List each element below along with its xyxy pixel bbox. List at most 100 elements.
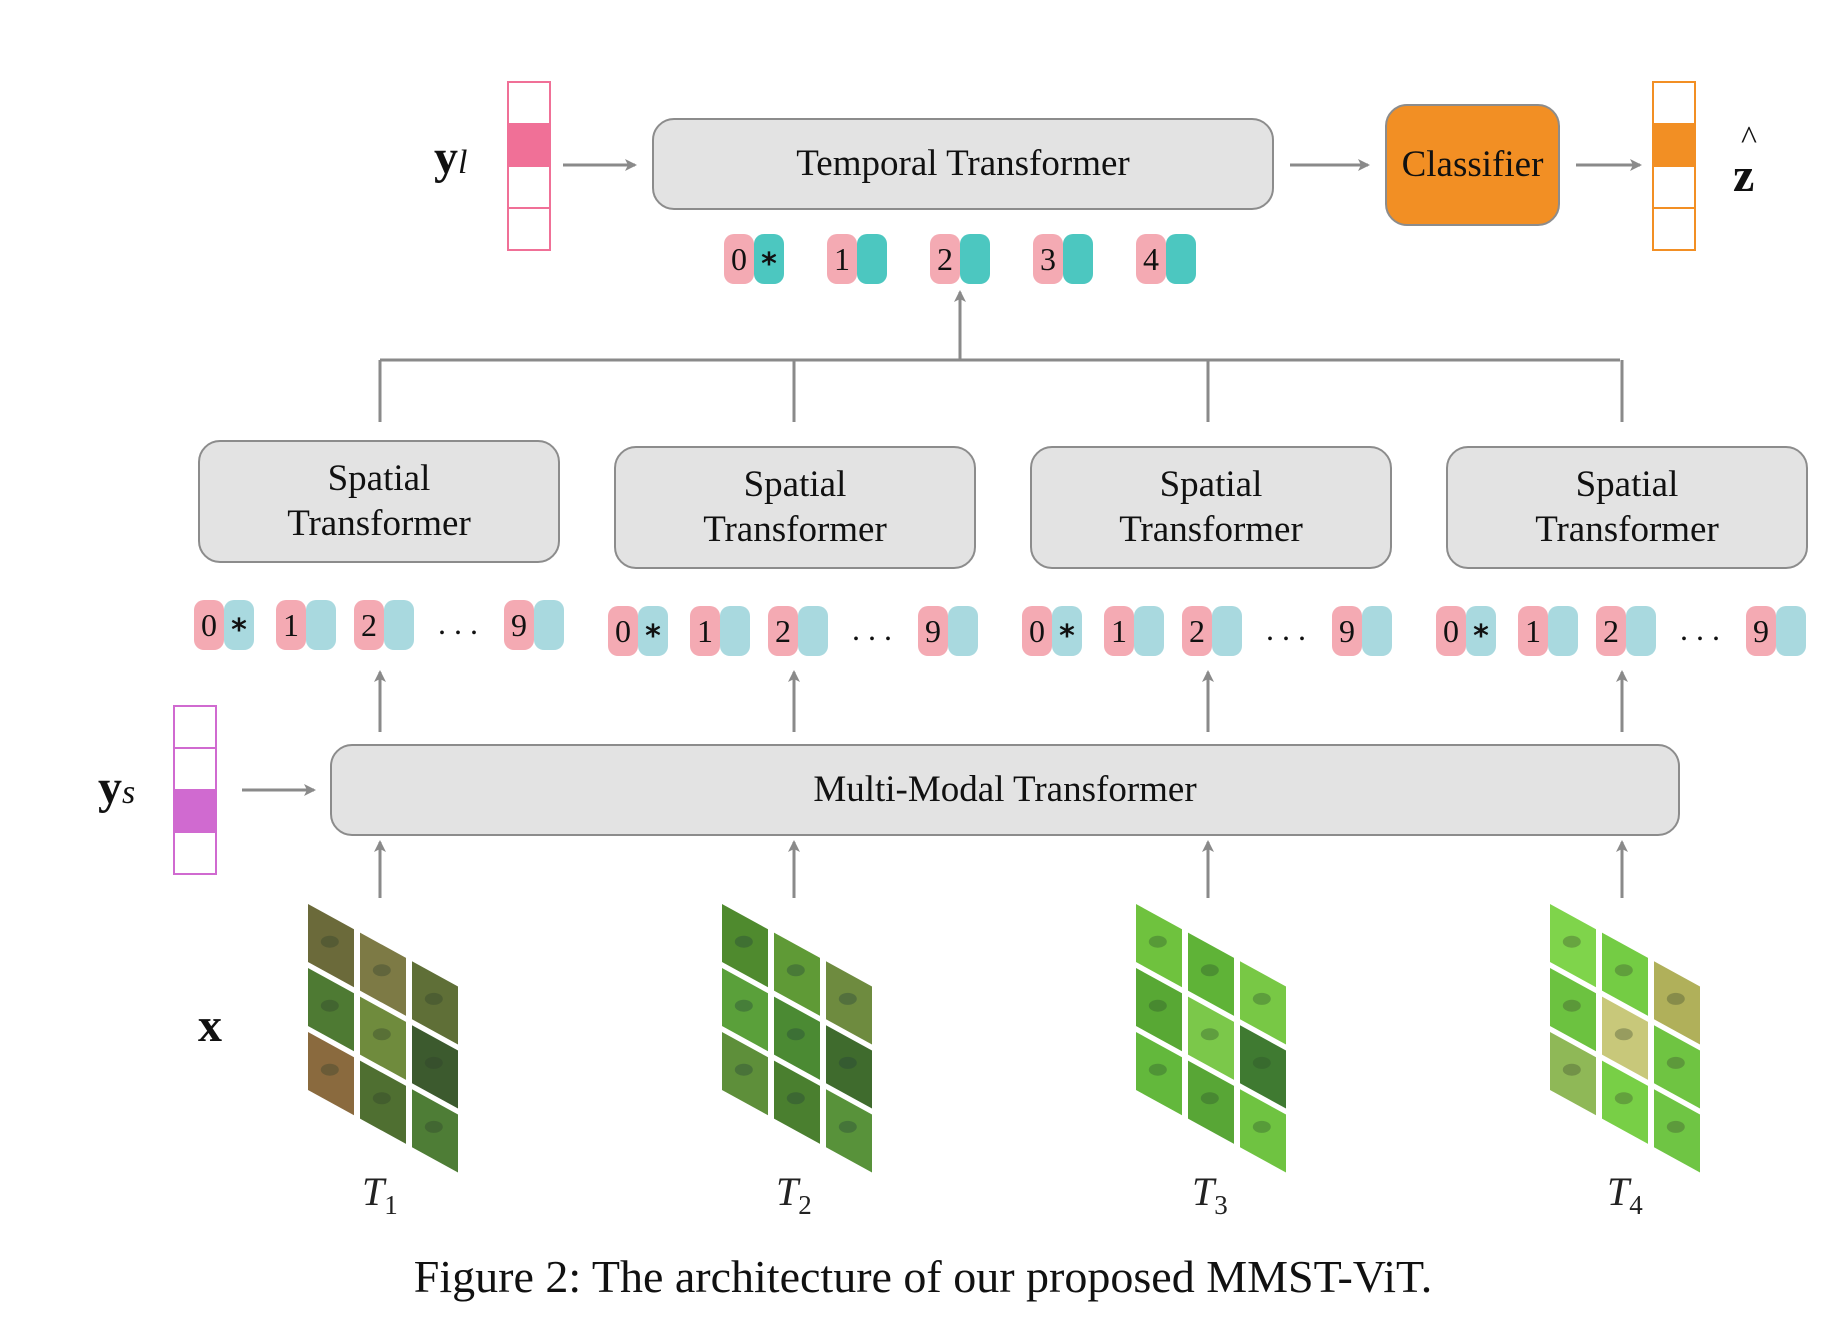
image-patch-texture — [838, 1056, 857, 1069]
token-embedding — [798, 606, 828, 656]
spatial-token-g4-2: 2 — [1596, 606, 1656, 656]
temporal-token-3: 3 — [1033, 234, 1093, 284]
temporal-transformer-box: Temporal Transformer — [652, 118, 1274, 210]
spatial-token-g1-1: 1 — [276, 600, 336, 650]
token-index: 9 — [511, 607, 527, 643]
token-index: 2 — [1603, 613, 1619, 649]
spatial-transformer-line2: Transformer — [287, 502, 471, 544]
token-index: 0 — [1029, 613, 1045, 649]
token-position — [827, 234, 857, 284]
token-embedding — [1776, 606, 1806, 656]
token-index: 0 — [615, 613, 631, 649]
token-index: 4 — [1143, 241, 1159, 277]
image-patches-T3 — [1136, 904, 1286, 1173]
spatial-token-g1-0: 0* — [194, 600, 254, 650]
token-index: 3 — [1040, 241, 1056, 277]
image-patch-texture — [734, 999, 753, 1012]
image-patch-texture — [1252, 1056, 1271, 1069]
y-s-vector-cell — [173, 789, 217, 833]
token-embedding — [1052, 606, 1082, 656]
figure-caption: Figure 2: The architecture of our propos… — [413, 1251, 1433, 1302]
image-patch-texture — [1562, 935, 1581, 948]
image-patch-texture — [320, 1063, 339, 1076]
token-embedding — [306, 600, 336, 650]
image-patch — [1602, 996, 1648, 1080]
y-s-vector-cell — [173, 831, 217, 875]
token-embedding — [1548, 606, 1578, 656]
image-patch-texture — [1252, 992, 1271, 1005]
ellipsis: . . . — [1680, 611, 1720, 647]
time-label-2: T2 — [776, 1169, 812, 1220]
token-position — [1332, 606, 1362, 656]
image-patch-texture — [838, 992, 857, 1005]
token-embedding — [720, 606, 750, 656]
image-patch-texture — [1614, 1028, 1633, 1041]
image-patch — [412, 1025, 458, 1109]
token-position — [1033, 234, 1063, 284]
y-l-vector — [507, 81, 551, 251]
token-index: 2 — [361, 607, 377, 643]
image-patch — [722, 1032, 768, 1116]
image-patch — [826, 1089, 872, 1173]
image-patch — [774, 996, 820, 1080]
token-index: 1 — [1111, 613, 1127, 649]
image-patch — [1654, 961, 1700, 1045]
temporal-token-2: 2 — [930, 234, 990, 284]
token-embedding — [857, 234, 887, 284]
y-l-label: yl — [434, 131, 468, 184]
y-s-label: ys — [98, 761, 136, 814]
image-patch-texture — [424, 1120, 443, 1133]
token-position — [1596, 606, 1626, 656]
token-position — [354, 600, 384, 650]
cls-marker: * — [231, 613, 247, 648]
token-embedding — [1212, 606, 1242, 656]
token-index: 0 — [1443, 613, 1459, 649]
token-index: 2 — [937, 241, 953, 277]
image-patch-texture — [1562, 1063, 1581, 1076]
y-l-vector-cell — [507, 165, 551, 209]
token-position — [194, 600, 224, 650]
time-label-4: T4 — [1607, 1169, 1643, 1220]
temporal-token-1: 1 — [827, 234, 887, 284]
image-patch-texture — [1148, 1063, 1167, 1076]
spatial-transformer-line1: Spatial — [1575, 464, 1679, 506]
spatial-token-g1-9: 9 — [504, 600, 564, 650]
token-embedding — [1166, 234, 1196, 284]
image-patch — [308, 968, 354, 1052]
token-position — [1436, 606, 1466, 656]
image-patch — [1188, 932, 1234, 1016]
ellipsis: . . . — [852, 611, 892, 647]
cls-marker: * — [761, 247, 777, 282]
image-patch-texture — [1200, 1028, 1219, 1041]
spatial-transformer-line2: Transformer — [703, 508, 887, 550]
spatial-transformer-line2: Transformer — [1119, 508, 1303, 550]
image-patch-texture — [1666, 1120, 1685, 1133]
temporal-transformer-label: Temporal Transformer — [796, 142, 1130, 184]
image-patch — [1550, 1032, 1596, 1116]
spatial-token-g3-2: 2 — [1182, 606, 1242, 656]
token-index: 1 — [283, 607, 299, 643]
token-position — [690, 606, 720, 656]
multimodal-transformer-box: Multi-Modal Transformer — [330, 744, 1680, 836]
image-patch — [412, 1089, 458, 1173]
y-s-vector-cell — [173, 705, 217, 749]
spatial-token-g3-9: 9 — [1332, 606, 1392, 656]
spatial-transformer-3: Spatial Transformer — [1030, 446, 1392, 569]
token-index: 9 — [1339, 613, 1355, 649]
token-position — [504, 600, 534, 650]
token-index: 0 — [731, 241, 747, 277]
token-embedding — [1134, 606, 1164, 656]
image-patch — [1136, 968, 1182, 1052]
image-patch-texture — [320, 935, 339, 948]
token-position — [768, 606, 798, 656]
token-position — [1136, 234, 1166, 284]
image-patch — [1550, 904, 1596, 988]
y-l-vector-cell — [507, 207, 551, 251]
x-label: x — [198, 999, 222, 1052]
image-patch — [722, 904, 768, 988]
image-patch — [1550, 968, 1596, 1052]
token-index: 1 — [834, 241, 850, 277]
token-index: 9 — [925, 613, 941, 649]
token-position — [930, 234, 960, 284]
